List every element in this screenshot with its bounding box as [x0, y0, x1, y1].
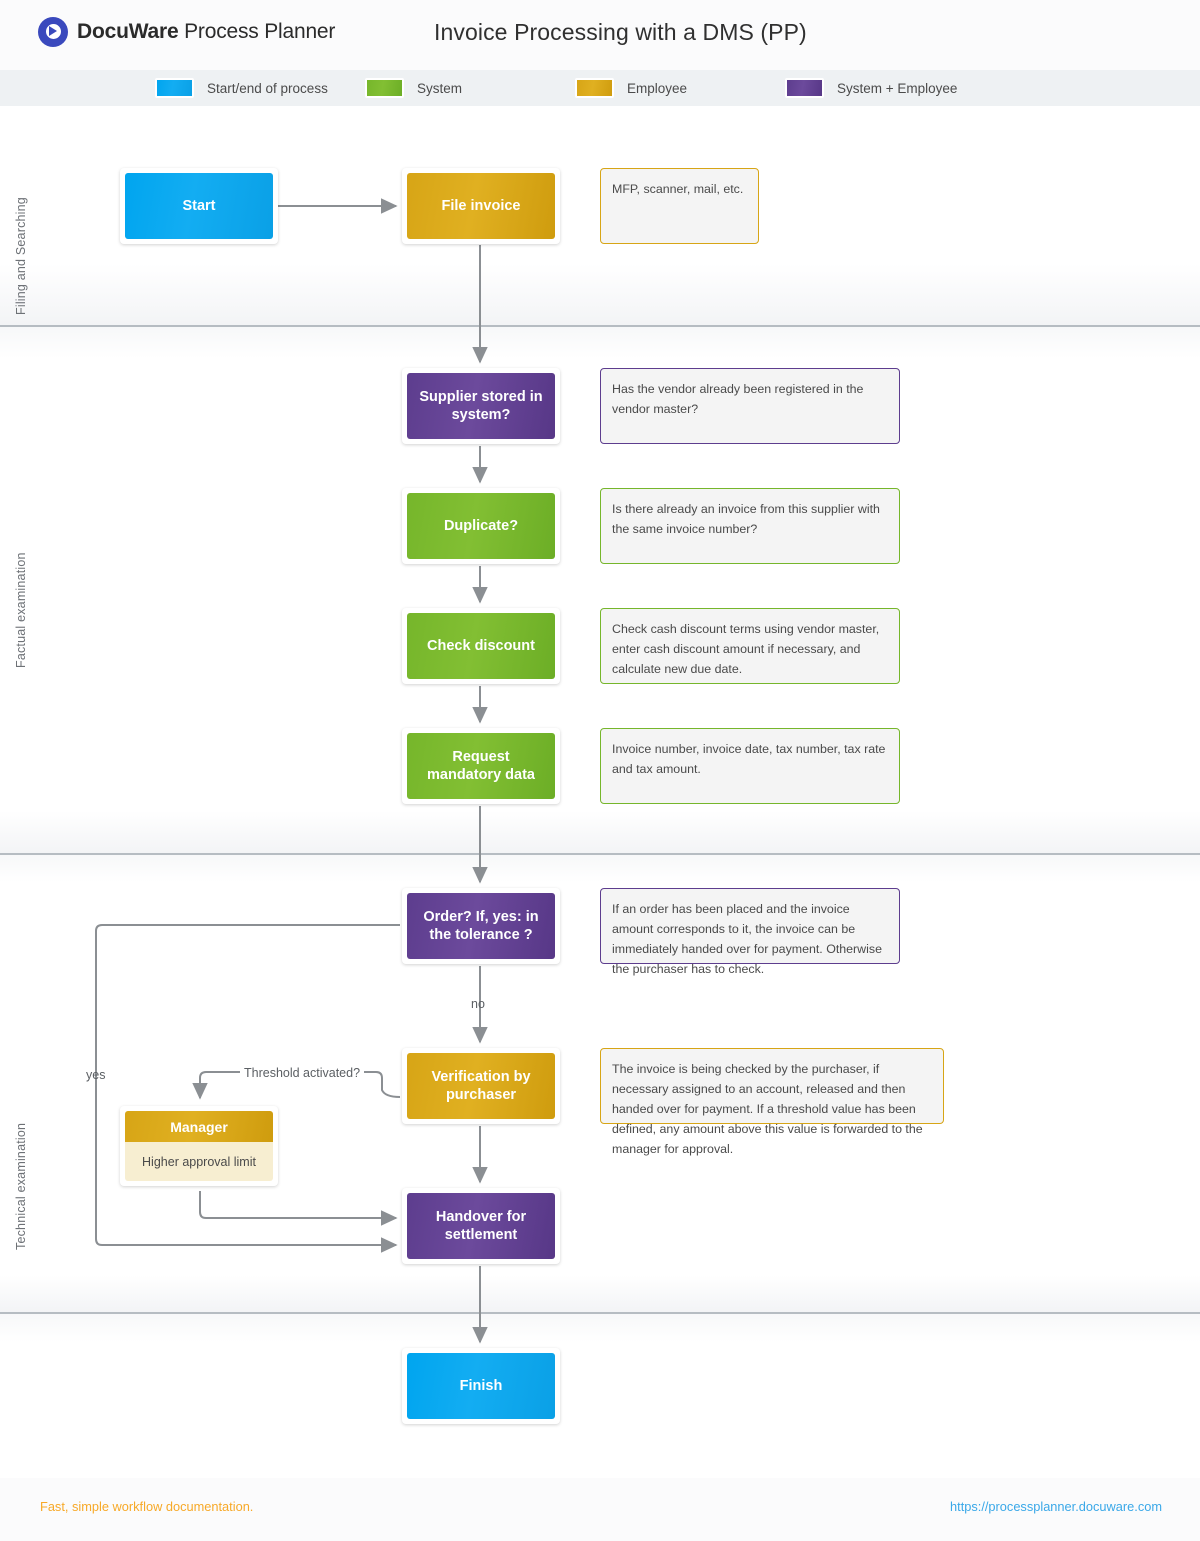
node-handover-for-settlement[interactable]: Handover for settlement	[402, 1188, 560, 1264]
lane-divider-3	[0, 1312, 1200, 1314]
note-request-mandatory: Invoice number, invoice date, tax number…	[600, 728, 900, 804]
node-manager-title: Manager	[125, 1111, 273, 1142]
note-check-discount: Check cash discount terms using vendor m…	[600, 608, 900, 684]
legend-label-system-employee: System + Employee	[837, 80, 958, 96]
edge-label-yes: yes	[86, 1068, 106, 1082]
node-handover-label: Handover for settlement	[407, 1193, 555, 1259]
node-verification-by-purchaser[interactable]: Verification by purchaser	[402, 1048, 560, 1124]
legend-label-employee: Employee	[627, 80, 688, 96]
node-manager[interactable]: Manager Higher approval limit	[120, 1106, 278, 1186]
node-check-discount-label: Check discount	[407, 613, 555, 679]
app-header: DocuWare Process Planner Invoice Process…	[0, 0, 1200, 70]
node-verification-label: Verification by purchaser	[407, 1053, 555, 1119]
legend-item-system-employee: System + Employee	[785, 70, 957, 106]
edge-verification-to-manager-threshold	[192, 1071, 401, 1100]
note-order-tolerance: If an order has been placed and the invo…	[600, 888, 900, 976]
node-manager-subtitle: Higher approval limit	[125, 1142, 273, 1181]
legend-swatch-gold	[575, 78, 614, 98]
node-duplicate-label: Duplicate?	[407, 493, 555, 559]
brand-name-bold: DocuWare	[77, 20, 179, 43]
legend-label-system: System	[417, 80, 463, 96]
edge-order-yes-to-handover	[95, 924, 400, 1253]
brand: DocuWare Process Planner	[38, 17, 335, 47]
legend-swatch-green	[365, 78, 404, 98]
node-supplier-stored-label: Supplier stored in system?	[407, 373, 555, 439]
node-finish[interactable]: Finish	[402, 1348, 560, 1424]
note-verification-by-purchaser: The invoice is being checked by the purc…	[600, 1048, 944, 1156]
node-start-label: Start	[125, 173, 273, 239]
legend-swatch-purple	[785, 78, 824, 98]
edge-label-no: no	[471, 997, 485, 1011]
node-supplier-stored-in-system[interactable]: Supplier stored in system?	[402, 368, 560, 444]
node-start[interactable]: Start	[120, 168, 278, 244]
note-supplier-stored: Has the vendor already been registered i…	[600, 368, 900, 444]
brand-name-rest: Process Planner	[178, 20, 336, 43]
node-finish-label: Finish	[407, 1353, 555, 1419]
node-request-mandatory-label: Request mandatory data	[407, 733, 555, 799]
legend-item-employee: Employee	[575, 70, 687, 106]
lane-divider-2	[0, 853, 1200, 855]
note-duplicate: Is there already an invoice from this su…	[600, 488, 900, 564]
legend-swatch-blue	[155, 78, 194, 98]
app-footer: Fast, simple workflow documentation. htt…	[0, 1478, 1200, 1541]
docuware-circle-arrow-icon	[38, 17, 68, 47]
edge-manager-to-handover	[199, 1191, 398, 1226]
edge-label-threshold-activated: Threshold activated?	[240, 1066, 365, 1080]
footer-url-link[interactable]: https://processplanner.docuware.com	[950, 1499, 1162, 1514]
page-title: Invoice Processing with a DMS (PP)	[434, 19, 807, 45]
node-duplicate[interactable]: Duplicate?	[402, 488, 560, 564]
legend-bar: Start/end of process System Employee Sys…	[0, 70, 1200, 106]
note-file-invoice: MFP, scanner, mail, etc.	[600, 168, 759, 244]
node-request-mandatory-data[interactable]: Request mandatory data	[402, 728, 560, 804]
legend-item-system: System	[365, 70, 462, 106]
node-file-invoice-label: File invoice	[407, 173, 555, 239]
lane-divider-1	[0, 325, 1200, 327]
node-order-tolerance[interactable]: Order? If, yes: in the tolerance ?	[402, 888, 560, 964]
node-order-tolerance-label: Order? If, yes: in the tolerance ?	[407, 893, 555, 959]
legend-label-start-end: Start/end of process	[207, 80, 328, 96]
node-file-invoice[interactable]: File invoice	[402, 168, 560, 244]
legend-item-start-end: Start/end of process	[155, 70, 328, 106]
node-check-discount[interactable]: Check discount	[402, 608, 560, 684]
footer-tagline: Fast, simple workflow documentation.	[40, 1499, 254, 1514]
brand-name: DocuWare Process Planner	[77, 20, 335, 44]
